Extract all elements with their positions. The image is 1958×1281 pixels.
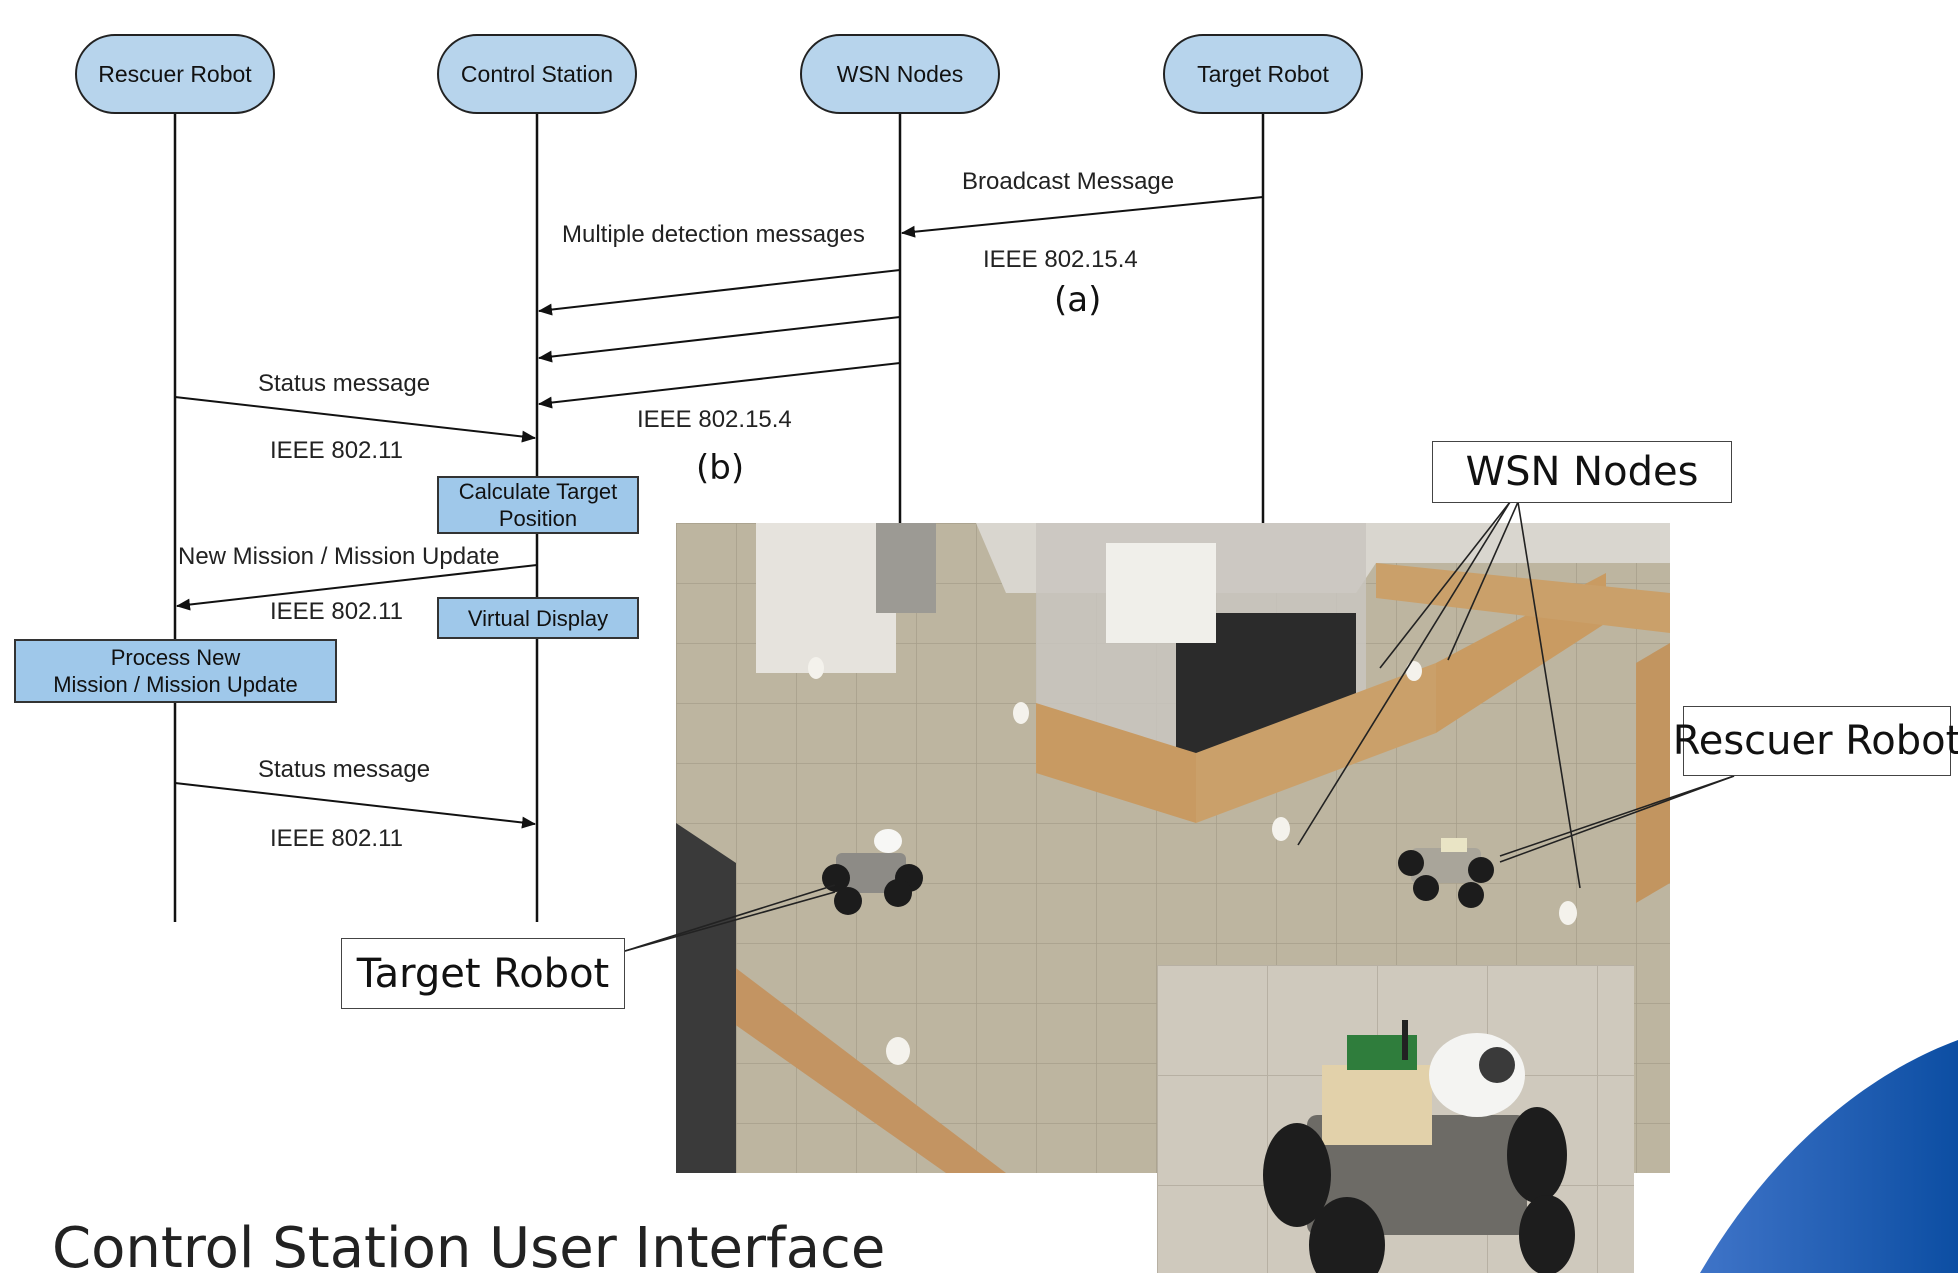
label-multiple-detection: Multiple detection messages bbox=[562, 221, 865, 248]
label-ieee-b: IEEE 802.15.4 bbox=[637, 406, 792, 433]
arrow-detect-1 bbox=[538, 269, 901, 316]
callout-rescuer-robot: Rescuer Robot bbox=[1673, 706, 1958, 776]
arrow-detect-3 bbox=[538, 362, 901, 409]
lifeline-header-target: Target Robot bbox=[1163, 34, 1363, 114]
caption-b: (b) bbox=[696, 448, 745, 488]
label-ieee-status-1: IEEE 802.11 bbox=[270, 437, 403, 464]
callout-target-robot: Target Robot bbox=[341, 938, 625, 1009]
arrow-status-1 bbox=[174, 396, 536, 443]
label-broadcast: Broadcast Message bbox=[962, 168, 1175, 195]
robot-closeup-photo bbox=[1157, 965, 1634, 1273]
activity-process-mission: Process New Mission / Mission Update bbox=[14, 639, 337, 703]
lifeline-header-rescuer: Rescuer Robot bbox=[75, 34, 275, 114]
label-ieee-a: IEEE 802.15.4 bbox=[983, 246, 1138, 273]
label-ieee-status-2: IEEE 802.11 bbox=[270, 825, 403, 852]
robot-closeup-drawing bbox=[1157, 965, 1634, 1273]
slide-title: Control Station User Interface bbox=[52, 1216, 886, 1281]
activity-virtual-display: Virtual Display bbox=[437, 597, 639, 639]
label-new-mission: New Mission / Mission Update bbox=[178, 543, 500, 570]
label-status-2: Status message bbox=[258, 756, 431, 783]
label-ieee-new-mission: IEEE 802.11 bbox=[270, 598, 403, 625]
arrow-status-2 bbox=[174, 782, 536, 829]
arrow-detect-2 bbox=[538, 316, 901, 363]
label-status-1: Status message bbox=[258, 370, 431, 397]
lifeline-header-wsn: WSN Nodes bbox=[800, 34, 1000, 114]
caption-a: (a) bbox=[1054, 280, 1102, 320]
arrow-new-mission bbox=[176, 564, 538, 611]
arrow-broadcast bbox=[901, 196, 1264, 238]
callout-wsn-nodes: WSN Nodes bbox=[1432, 441, 1732, 503]
lifeline-header-control: Control Station bbox=[437, 34, 637, 114]
activity-calculate-target: Calculate Target Position bbox=[437, 476, 639, 534]
